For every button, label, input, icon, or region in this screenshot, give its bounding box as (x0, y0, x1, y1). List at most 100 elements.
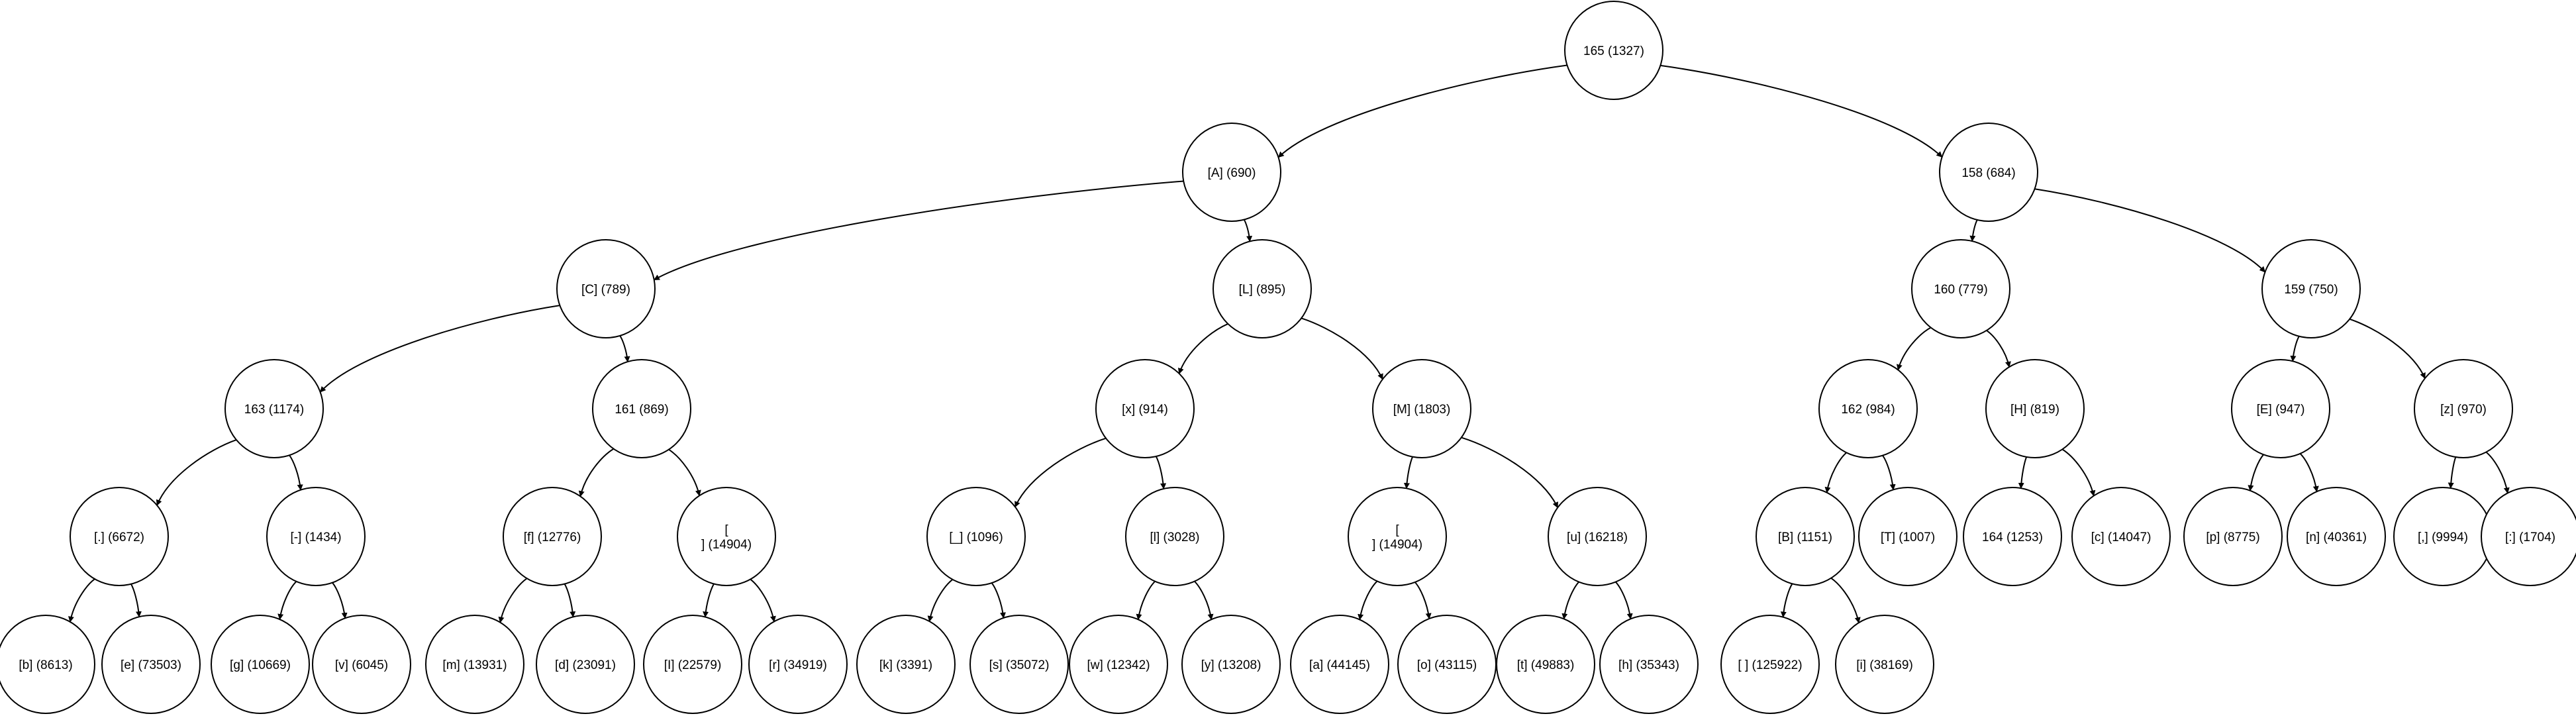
node-label: [:] (1704) (2505, 531, 2555, 544)
edge-nM-to-nu (1461, 436, 1559, 509)
node-label: [b] (8613) (19, 658, 72, 672)
tree-node-c-14047: [c] (14047) (2071, 487, 2171, 586)
node-circle (101, 615, 201, 714)
tree-node-161-869: 161 (869) (592, 359, 691, 458)
edge-nz-to-nComma (2448, 456, 2457, 489)
node-circle (2414, 359, 2513, 458)
edge-nC-to-n163 (319, 305, 560, 393)
node-circle (2261, 239, 2361, 338)
node-label: [_] (1096) (949, 531, 1003, 544)
node-label: [ ] (125922) (1738, 658, 1802, 672)
edge-nM-to-nNL2 (1403, 456, 1414, 489)
node-circle (1939, 123, 2038, 222)
node-label: [t] (49883) (1517, 658, 1575, 672)
tree-node-163-1174: 163 (1174) (224, 359, 324, 458)
node-circle (1182, 123, 1281, 222)
edge-n158-to-n160 (1969, 219, 1978, 242)
edge-nDot-to-nb (68, 578, 95, 623)
node-circle (677, 487, 776, 586)
node-label: [ (1395, 523, 1399, 537)
node-label: [c] (14047) (2091, 531, 2152, 544)
tree-node-p-8775: [p] (8775) (2183, 487, 2283, 586)
node-circle (748, 615, 848, 714)
node-circle (312, 615, 411, 714)
tree-node-b-8613: [b] (8613) (0, 615, 95, 714)
node-circle (1125, 487, 1224, 586)
edge-nu-to-nh (1614, 581, 1633, 620)
node-label: [C] (789) (581, 283, 630, 297)
edge-nz-to-nColon (2485, 451, 2510, 494)
tree-node-w-12342: [w] (12342) (1069, 615, 1168, 714)
node-circle (969, 615, 1069, 714)
tree-node-m-13931: [m] (13931) (425, 615, 524, 714)
edge-n160-to-n162 (1896, 327, 1932, 371)
node-circle (592, 359, 691, 458)
tree-node-i-22579: [I] (22579) (643, 615, 742, 714)
tree-node-t-1007: [T] (1007) (1858, 487, 1957, 586)
node-circle (266, 487, 366, 586)
node-circle (1599, 615, 1699, 714)
node-circle (1911, 239, 2010, 338)
node-label: [H] (819) (2010, 403, 2059, 417)
edge-nL-to-nM (1301, 317, 1383, 380)
node-label: [o] (43115) (1417, 658, 1477, 672)
node-label: [y] (13208) (1201, 658, 1262, 672)
node-label: ] (14904) (701, 538, 752, 552)
tree-node-159-750: 159 (750) (2261, 239, 2361, 338)
node-label: [i] (38169) (1856, 658, 1913, 672)
tree-node-1434: [-] (1434) (266, 487, 366, 586)
node-circle (1181, 615, 1281, 714)
tree-node-14904: [] (14904) (1348, 487, 1447, 586)
tree-node-h-35343: [h] (35343) (1599, 615, 1699, 714)
tree-node-164-1253: 164 (1253) (1963, 487, 2062, 586)
node-label: [f] (12776) (524, 531, 581, 544)
node-label: [.] (6672) (94, 531, 144, 544)
node-label: 160 (779) (1934, 283, 1987, 297)
tree-node-s-35072: [s] (35072) (969, 615, 1069, 714)
node-label: [h] (35343) (1618, 658, 1679, 672)
tree-node-158-684: 158 (684) (1939, 123, 2038, 222)
edge-n161-to-nNL1 (668, 448, 701, 497)
node-circle (1290, 615, 1389, 714)
edge-n162-to-nB (1824, 452, 1847, 493)
edge-n161-to-nf (578, 448, 615, 497)
tree-node-u-16218: [u] (16218) (1548, 487, 1647, 586)
node-circle (1213, 239, 1312, 338)
tree-node-o-43115: [o] (43115) (1397, 615, 1497, 714)
node-circle (1069, 615, 1168, 714)
node-label: [,] (9994) (2418, 531, 2468, 544)
tree-node-k-3391: [k] (3391) (856, 615, 956, 714)
node-label: [x] (914) (1122, 403, 1168, 417)
node-label: [I] (22579) (664, 658, 722, 672)
edge-nNL1-to-nI (703, 583, 715, 618)
edge-n163-to-nDot (156, 439, 237, 506)
edge-nA-to-nC (653, 180, 1184, 281)
edge-nl-to-ny (1194, 580, 1214, 621)
node-circle (2287, 487, 2386, 586)
tree-node-t-49883: [t] (49883) (1496, 615, 1595, 714)
edge-n158-to-n159 (2034, 188, 2266, 273)
tree-node-a-44145: [a] (44145) (1290, 615, 1389, 714)
tree-node-l-895: [L] (895) (1213, 239, 1312, 338)
edge-n165-to-nA (1277, 64, 1567, 158)
tree-node-d-23091: [d] (23091) (536, 615, 635, 714)
node-circle (1835, 615, 1934, 714)
edge-nNL2-to-na (1358, 580, 1378, 621)
node-label: 163 (1174) (244, 403, 305, 417)
node-circle (503, 487, 602, 586)
node-label: [n] (40361) (2306, 531, 2367, 544)
tree-node-165-1327: 165 (1327) (1564, 1, 1663, 100)
node-circle (1564, 1, 1663, 100)
tree-node-g-10669: [g] (10669) (211, 615, 310, 714)
edge-nL-to-nx (1177, 323, 1228, 374)
node-circle (2183, 487, 2283, 586)
node-circle (1985, 359, 2085, 458)
edge-nB-to-ni (1830, 577, 1861, 624)
edge-nx-to-nl (1155, 456, 1167, 489)
edge-nUnd-to-nk (927, 579, 954, 622)
tree-node-14904: [] (14904) (677, 487, 776, 586)
node-label: [ (724, 523, 728, 537)
node-label: [d] (23091) (555, 658, 616, 672)
